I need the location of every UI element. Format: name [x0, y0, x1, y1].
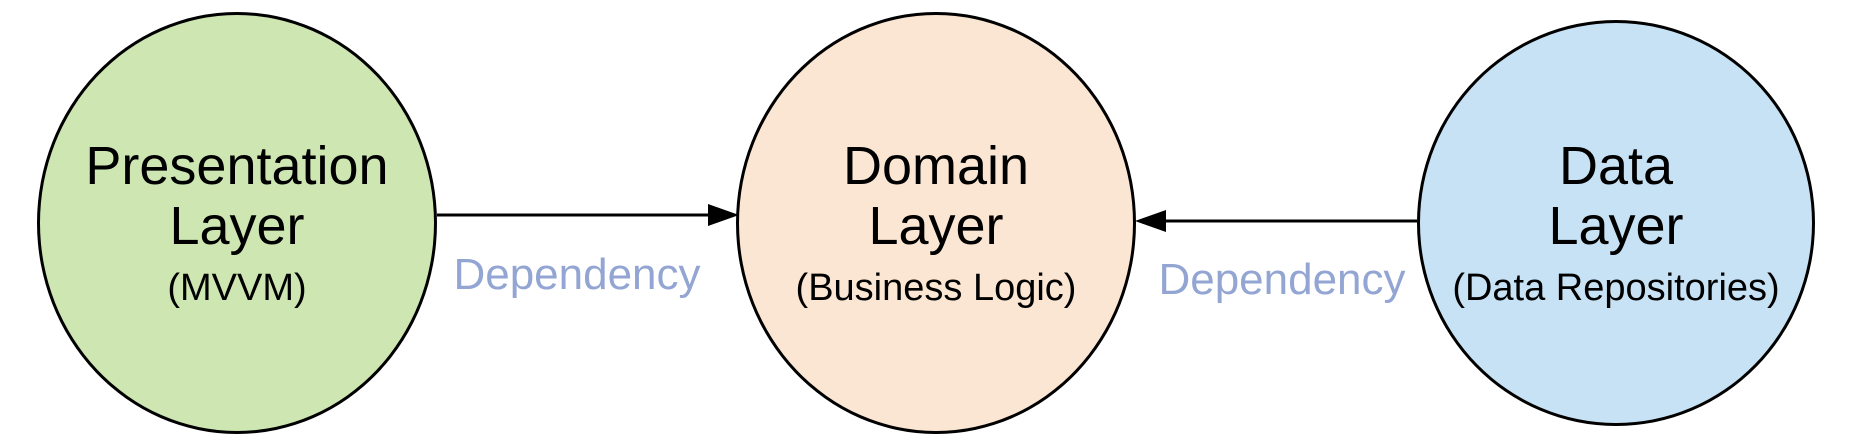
node-title-line1: Data — [1558, 136, 1674, 196]
node-presentation-layer: Presentation Layer (MVVM) — [37, 12, 437, 434]
node-title: Presentation Layer — [85, 136, 388, 256]
node-title-line1: Domain — [842, 136, 1030, 196]
node-subtitle: (Business Logic) — [795, 267, 1077, 309]
node-subtitle: (MVVM) — [167, 267, 307, 309]
node-title: Domain Layer — [843, 136, 1029, 256]
dependency-label-right: Dependency — [1158, 255, 1406, 304]
node-title-line1: Presentation — [85, 136, 389, 196]
arrowhead-left-icon — [1135, 210, 1166, 232]
node-domain-layer: Domain Layer (Business Logic) — [736, 12, 1136, 434]
node-title-line2: Layer — [169, 196, 305, 256]
dependency-label-left: Dependency — [453, 250, 701, 299]
node-subtitle: (Data Repositories) — [1452, 267, 1780, 309]
node-data-layer: Data Layer (Data Repositories) — [1417, 20, 1815, 426]
node-title-line2: Layer — [1548, 196, 1684, 256]
node-title-line2: Layer — [868, 196, 1004, 256]
arrow-presentation-to-domain — [437, 204, 739, 226]
arrow-data-to-domain — [1135, 210, 1417, 232]
arrowhead-right-icon — [708, 204, 739, 226]
node-title: Data Layer — [1548, 136, 1683, 256]
